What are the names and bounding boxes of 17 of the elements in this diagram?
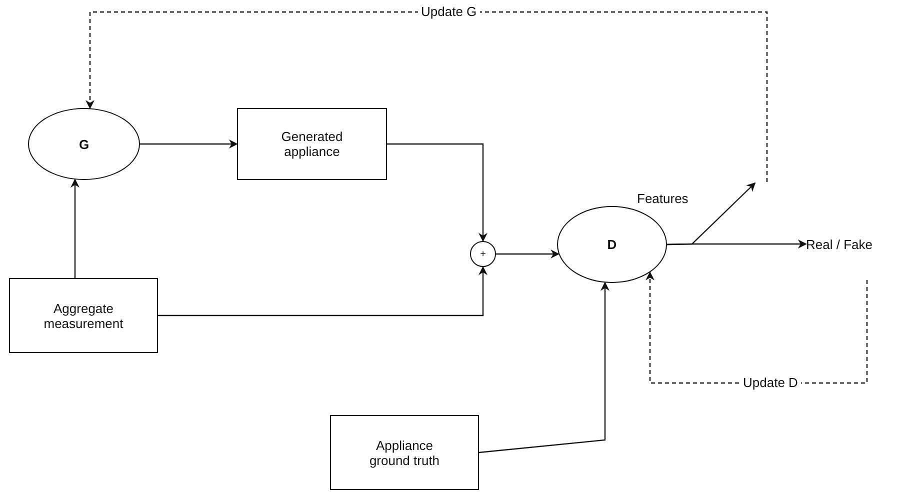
output-label: Real / Fake xyxy=(806,234,896,254)
arrow xyxy=(70,178,80,278)
arrow xyxy=(666,182,756,246)
process-box: Appliance ground truth xyxy=(330,415,479,490)
edge-label: Update G xyxy=(418,4,480,19)
arrow xyxy=(140,140,238,148)
arrow xyxy=(86,11,768,182)
process-box: Generated appliance xyxy=(237,108,387,180)
arrow xyxy=(496,250,560,258)
process-box: Aggregate measurement xyxy=(9,278,158,353)
arrow xyxy=(158,266,488,316)
ellipse-node: D xyxy=(557,206,667,283)
sum-junction: + xyxy=(470,241,496,267)
arrow xyxy=(478,282,610,454)
arrow xyxy=(387,143,488,242)
edge-label: Update D xyxy=(740,375,801,390)
ellipse-node: G xyxy=(28,108,140,180)
